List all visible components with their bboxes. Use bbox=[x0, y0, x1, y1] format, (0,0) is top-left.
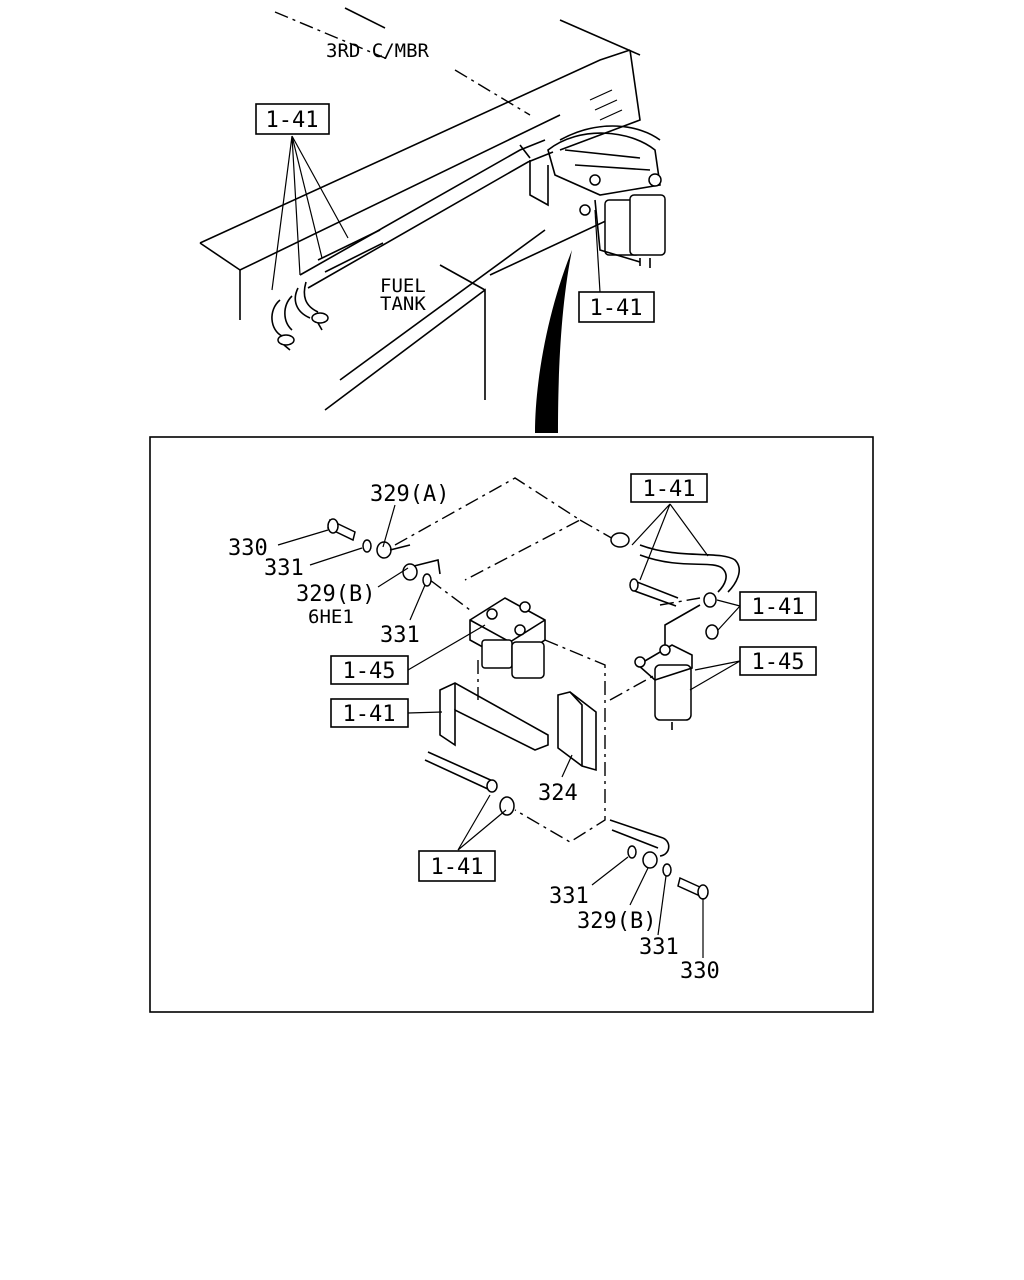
fuel-tank bbox=[324, 229, 546, 411]
leader-lines bbox=[277, 503, 741, 958]
ref-left-filter-label: 1-45 bbox=[343, 659, 396, 684]
part-331-bot-a: 331 bbox=[549, 884, 589, 909]
filter-assembly bbox=[529, 125, 666, 268]
ref-box-left-filter[interactable]: 1-45 bbox=[330, 655, 409, 685]
filter-twin bbox=[469, 597, 546, 679]
hose-upper bbox=[610, 532, 740, 607]
ref-top-hose-label: 1-41 bbox=[643, 477, 696, 502]
part-329A: 329(A) bbox=[370, 482, 449, 507]
ref-bottom-pipe-label: 1-41 bbox=[431, 855, 484, 880]
ref-right-filter-label: 1-45 bbox=[752, 650, 805, 675]
ref-box-right-hose[interactable]: 1-41 bbox=[739, 591, 817, 621]
part-330-top: 330 bbox=[228, 536, 268, 561]
tank-label-line1: FUEL bbox=[380, 275, 426, 297]
ref-box-bottom-pipe[interactable]: 1-41 bbox=[418, 850, 496, 882]
engine-note: 6HE1 bbox=[308, 606, 354, 628]
part-331-top-a: 331 bbox=[264, 556, 304, 581]
ref-right-hose-label: 1-41 bbox=[752, 595, 805, 620]
detail-illustration: 1-41 1-41 1-45 1-45 1-41 1-41 330 331 32… bbox=[228, 473, 817, 984]
hardware-top bbox=[327, 518, 441, 587]
member-label: 3RD C/MBR bbox=[326, 40, 430, 62]
ref-box-top-hose[interactable]: 1-41 bbox=[630, 473, 708, 503]
part-330-bot: 330 bbox=[680, 959, 720, 984]
part-329B-top: 329(B) bbox=[296, 582, 375, 607]
ref-box-right-filter[interactable]: 1-45 bbox=[739, 646, 817, 676]
overview-illustration: 1-41 1-41 3RD C/MBR FUEL TANK bbox=[199, 7, 666, 411]
ref-hoses-label: 1-41 bbox=[266, 108, 319, 133]
member-centerline bbox=[274, 11, 386, 59]
part-331-top-b: 331 bbox=[380, 623, 420, 648]
ref-filter-label: 1-41 bbox=[590, 296, 643, 321]
tank-label-line2: TANK bbox=[380, 293, 426, 315]
assembly-line-top bbox=[394, 477, 616, 581]
part-324: 324 bbox=[538, 781, 578, 806]
callout-pointer bbox=[535, 250, 572, 433]
bracket-main bbox=[439, 682, 549, 751]
bracket-324 bbox=[557, 691, 597, 772]
assembly-line-filter bbox=[429, 579, 606, 843]
filter-single bbox=[634, 592, 719, 730]
ref-box-bracket[interactable]: 1-41 bbox=[330, 698, 409, 728]
part-329B-bot: 329(B) bbox=[577, 909, 656, 934]
part-331-bot-b: 331 bbox=[639, 935, 679, 960]
cross-member bbox=[199, 19, 641, 320]
pipe-lower bbox=[424, 751, 670, 857]
ref-bracket-label: 1-41 bbox=[343, 702, 396, 727]
hardware-bottom bbox=[627, 845, 709, 900]
member-centerline-2 bbox=[454, 69, 531, 116]
assembly-line-right bbox=[609, 597, 701, 701]
detail-panel-frame bbox=[149, 436, 874, 1013]
ref-box-filter[interactable]: 1-41 bbox=[578, 291, 655, 323]
ref-box-hoses[interactable]: 1-41 bbox=[255, 103, 330, 135]
fuel-lines bbox=[271, 139, 554, 351]
